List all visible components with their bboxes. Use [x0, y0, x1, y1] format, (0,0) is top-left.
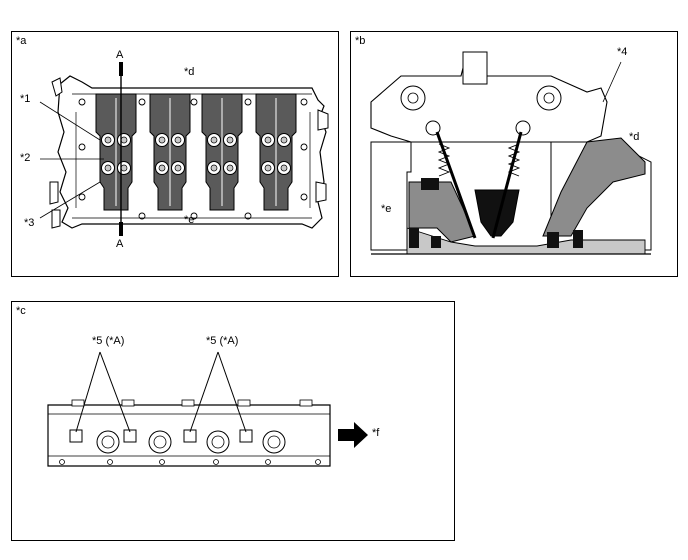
- callout-1: *1: [20, 93, 31, 105]
- direction-arrow-icon: [338, 422, 368, 448]
- panel-b: *b: [350, 31, 678, 277]
- valve-stem: [104, 136, 112, 144]
- valve-stem: [264, 136, 272, 144]
- panel-b-tag: *b: [355, 35, 366, 47]
- valve-stem: [226, 136, 234, 144]
- bolt-hole-marker: [183, 429, 197, 443]
- bolt-hole-marker: [239, 429, 253, 443]
- panel-c-tag: *c: [16, 305, 26, 317]
- valve-stem: [120, 136, 128, 144]
- bolt-hole-marker: [123, 429, 137, 443]
- bolt-holes: [78, 98, 308, 220]
- valve-stem: [158, 164, 166, 172]
- callout-2: *2: [20, 152, 31, 164]
- panel-a-tag: *a: [16, 35, 27, 47]
- section-label-bottom: A: [116, 238, 124, 250]
- panel-a: *a A A *1 *2 *3: [11, 31, 339, 277]
- valve-stem: [174, 136, 182, 144]
- valve-stem: [280, 136, 288, 144]
- cylinder-head-side-view: [47, 351, 368, 467]
- callout-3: *3: [24, 217, 35, 229]
- valve-stem: [226, 164, 234, 172]
- callout-5-leaders: [75, 351, 247, 433]
- section-label-top: A: [116, 49, 124, 61]
- panel-c: *c *5 (*A) *5 (*A) *f: [11, 301, 455, 541]
- callout-5-right: *5 (*A): [206, 335, 239, 347]
- callout-e: *e: [381, 203, 392, 215]
- valve-stem: [120, 164, 128, 172]
- valve-stem: [104, 164, 112, 172]
- valve-stem: [210, 164, 218, 172]
- cylinder-section-shading: [95, 93, 297, 211]
- valve-stem: [174, 164, 182, 172]
- callout-4: *4: [617, 46, 628, 58]
- callout-5-left: *5 (*A): [92, 335, 125, 347]
- port-openings: [69, 429, 286, 454]
- leader-lines: [39, 101, 104, 219]
- bolt-hole-marker: [69, 429, 83, 443]
- cylinder-head-top-view: [39, 62, 329, 236]
- valve-stem: [280, 164, 288, 172]
- valve-stem: [158, 136, 166, 144]
- valve-stem: [264, 164, 272, 172]
- callout-d: *d: [184, 66, 195, 78]
- callout-d: *d: [629, 131, 640, 143]
- callout-f: *f: [372, 427, 380, 439]
- valve-stem: [210, 136, 218, 144]
- callout-e: *e: [184, 214, 195, 226]
- cylinder-head-cross-section: [370, 51, 652, 255]
